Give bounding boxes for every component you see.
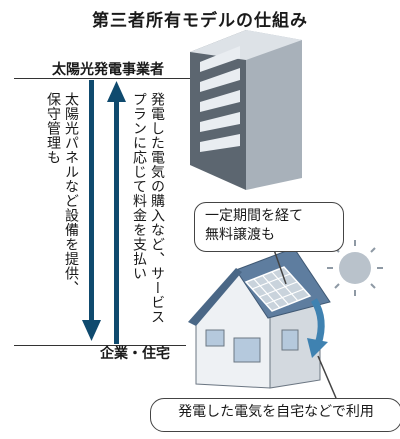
free-transfer-bubble: 一定期間を経て 無料譲渡も [194, 202, 344, 252]
provider-label: 太陽光発電事業者 [52, 62, 164, 78]
up-arrow [107, 81, 126, 344]
house-icon [188, 247, 331, 389]
office-building-icon [190, 30, 302, 190]
customer-label: 企業・住宅 [100, 346, 170, 362]
provider-action-text: 太陽光パネルなど設備を提供、 保守管理も [45, 92, 79, 295]
bubble-bottom-tail [317, 355, 337, 399]
power-flow-arrow [307, 298, 328, 358]
sun-icon [327, 240, 383, 296]
solar-panel-icon [244, 266, 312, 312]
self-consumption-bubble: 発電した電気を自宅などで利用 [150, 398, 400, 432]
provider-line [14, 78, 192, 79]
down-arrow [82, 80, 101, 341]
diagram-title: 第三者所有モデルの仕組み [92, 11, 308, 31]
customer-line [14, 345, 186, 346]
customer-action-text: 発電した電気の購入など、サービス プランに応じて料金を支払い [131, 92, 165, 324]
